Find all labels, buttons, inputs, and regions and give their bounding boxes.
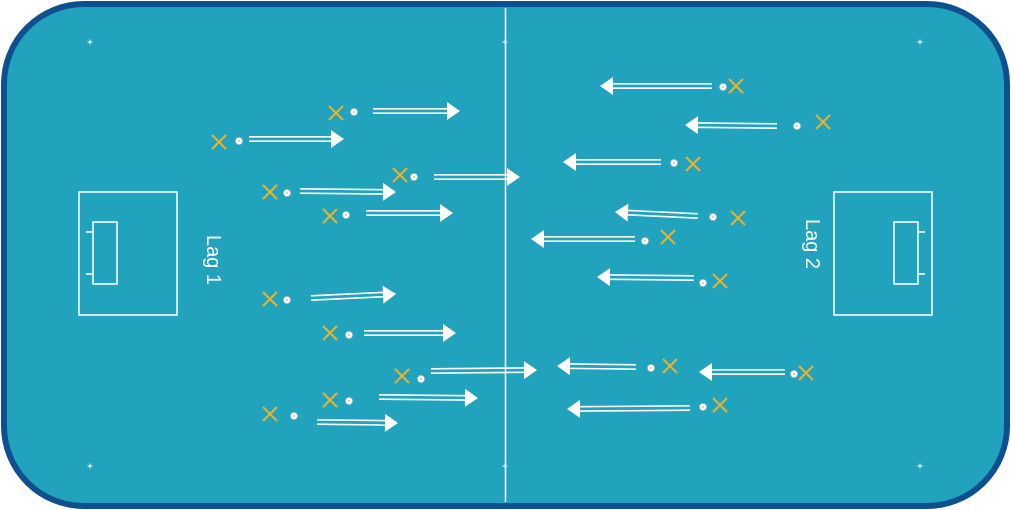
faceoff-dot [502,463,508,469]
ball [341,210,350,219]
player-marker [328,105,344,121]
pass-arrows [249,77,785,432]
player-marker [262,406,278,422]
pass-arrow [299,182,396,201]
ball [282,295,291,304]
faceoff-dot [87,463,93,469]
right-goal-crease [833,191,933,316]
player-marker [662,358,678,374]
player-marker [798,365,814,381]
player-marker [730,210,746,226]
left-goal-box [92,221,118,285]
ball [709,212,718,221]
ball [416,374,425,383]
team-label-left: Lag 1 [202,235,224,285]
ball [699,278,708,287]
ball [790,369,799,378]
faceoff-dot [87,39,93,45]
pass-arrow [597,268,695,287]
right-goal-area [833,191,933,316]
right-goal-box [893,221,919,285]
pass-arrow [373,102,460,120]
balls [234,83,802,420]
ball [647,363,656,372]
pass-arrow [531,230,635,248]
player-marker [262,184,278,200]
ball [289,411,298,420]
pass-arrow [249,130,344,148]
player-marker [322,208,338,224]
pass-arrow [699,363,785,381]
pass-arrow [366,204,453,222]
player-marker [211,134,227,150]
pass-arrow [316,413,398,432]
ball [793,122,802,131]
faceoff-dots [87,39,923,469]
ball [719,83,728,92]
faceoff-dot [917,463,923,469]
pass-arrow [364,324,456,342]
players [211,78,831,422]
faceoff-dot [502,39,508,45]
team-label-right: Lag 2 [801,219,823,269]
player-marker [815,114,831,130]
player-marker [322,392,338,408]
pass-arrow [434,168,520,186]
ball [409,172,418,181]
player-marker [660,229,676,245]
pass-arrow [600,77,712,95]
ball [699,402,708,411]
player-marker [712,397,728,413]
player-marker [322,325,338,341]
pass-arrow [430,361,537,380]
player-marker [685,156,701,172]
player-marker [262,291,278,307]
ball [344,396,353,405]
pass-arrow [557,357,637,376]
player-marker [394,368,410,384]
ball [344,330,353,339]
ball [234,136,243,145]
ball [349,108,358,117]
pass-arrow [685,116,778,135]
player-marker [392,167,408,183]
pass-arrow [310,285,396,304]
pass-arrow [563,153,661,171]
ball [282,188,291,197]
ball [641,236,650,245]
left-goal-crease [78,191,178,316]
faceoff-dot [917,39,923,45]
left-goal-area [78,191,178,316]
player-marker [712,273,728,289]
pass-arrow [567,399,691,418]
player-marker [728,78,744,94]
pass-arrow [615,203,699,222]
ball [670,158,679,167]
pass-arrow [378,388,478,407]
